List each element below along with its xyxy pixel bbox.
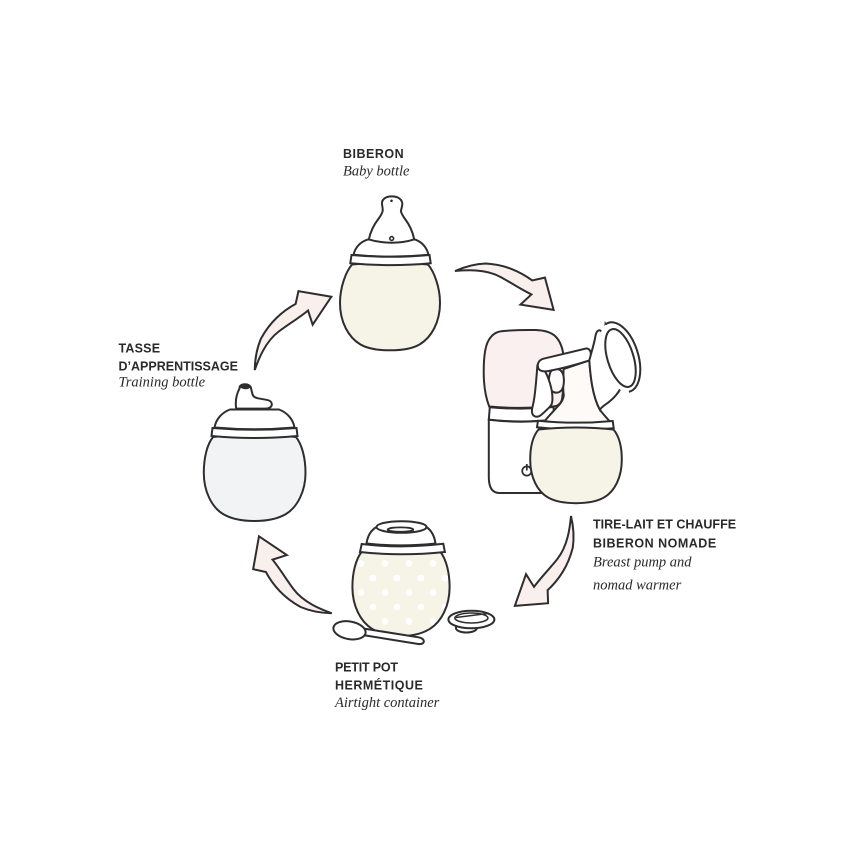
svg-text:D’APPRENTISSAGE: D’APPRENTISSAGE — [119, 360, 238, 374]
svg-text:Airtight container: Airtight container — [334, 695, 440, 711]
svg-text:HERMÉTIQUE: HERMÉTIQUE — [335, 678, 423, 693]
svg-text:TIRE-LAIT ET CHAUFFE: TIRE-LAIT ET CHAUFFE — [593, 518, 736, 532]
svg-text:Baby bottle: Baby bottle — [343, 164, 410, 180]
svg-text:BIBERON: BIBERON — [343, 147, 404, 161]
svg-text:nomad warmer: nomad warmer — [593, 578, 682, 594]
svg-text:PETIT POT: PETIT POT — [335, 661, 398, 675]
svg-text:Training bottle: Training bottle — [119, 375, 206, 391]
svg-text:BIBERON NOMADE: BIBERON NOMADE — [593, 537, 717, 551]
svg-text:TASSE: TASSE — [119, 342, 161, 356]
svg-text:Breast pump and: Breast pump and — [593, 555, 692, 571]
